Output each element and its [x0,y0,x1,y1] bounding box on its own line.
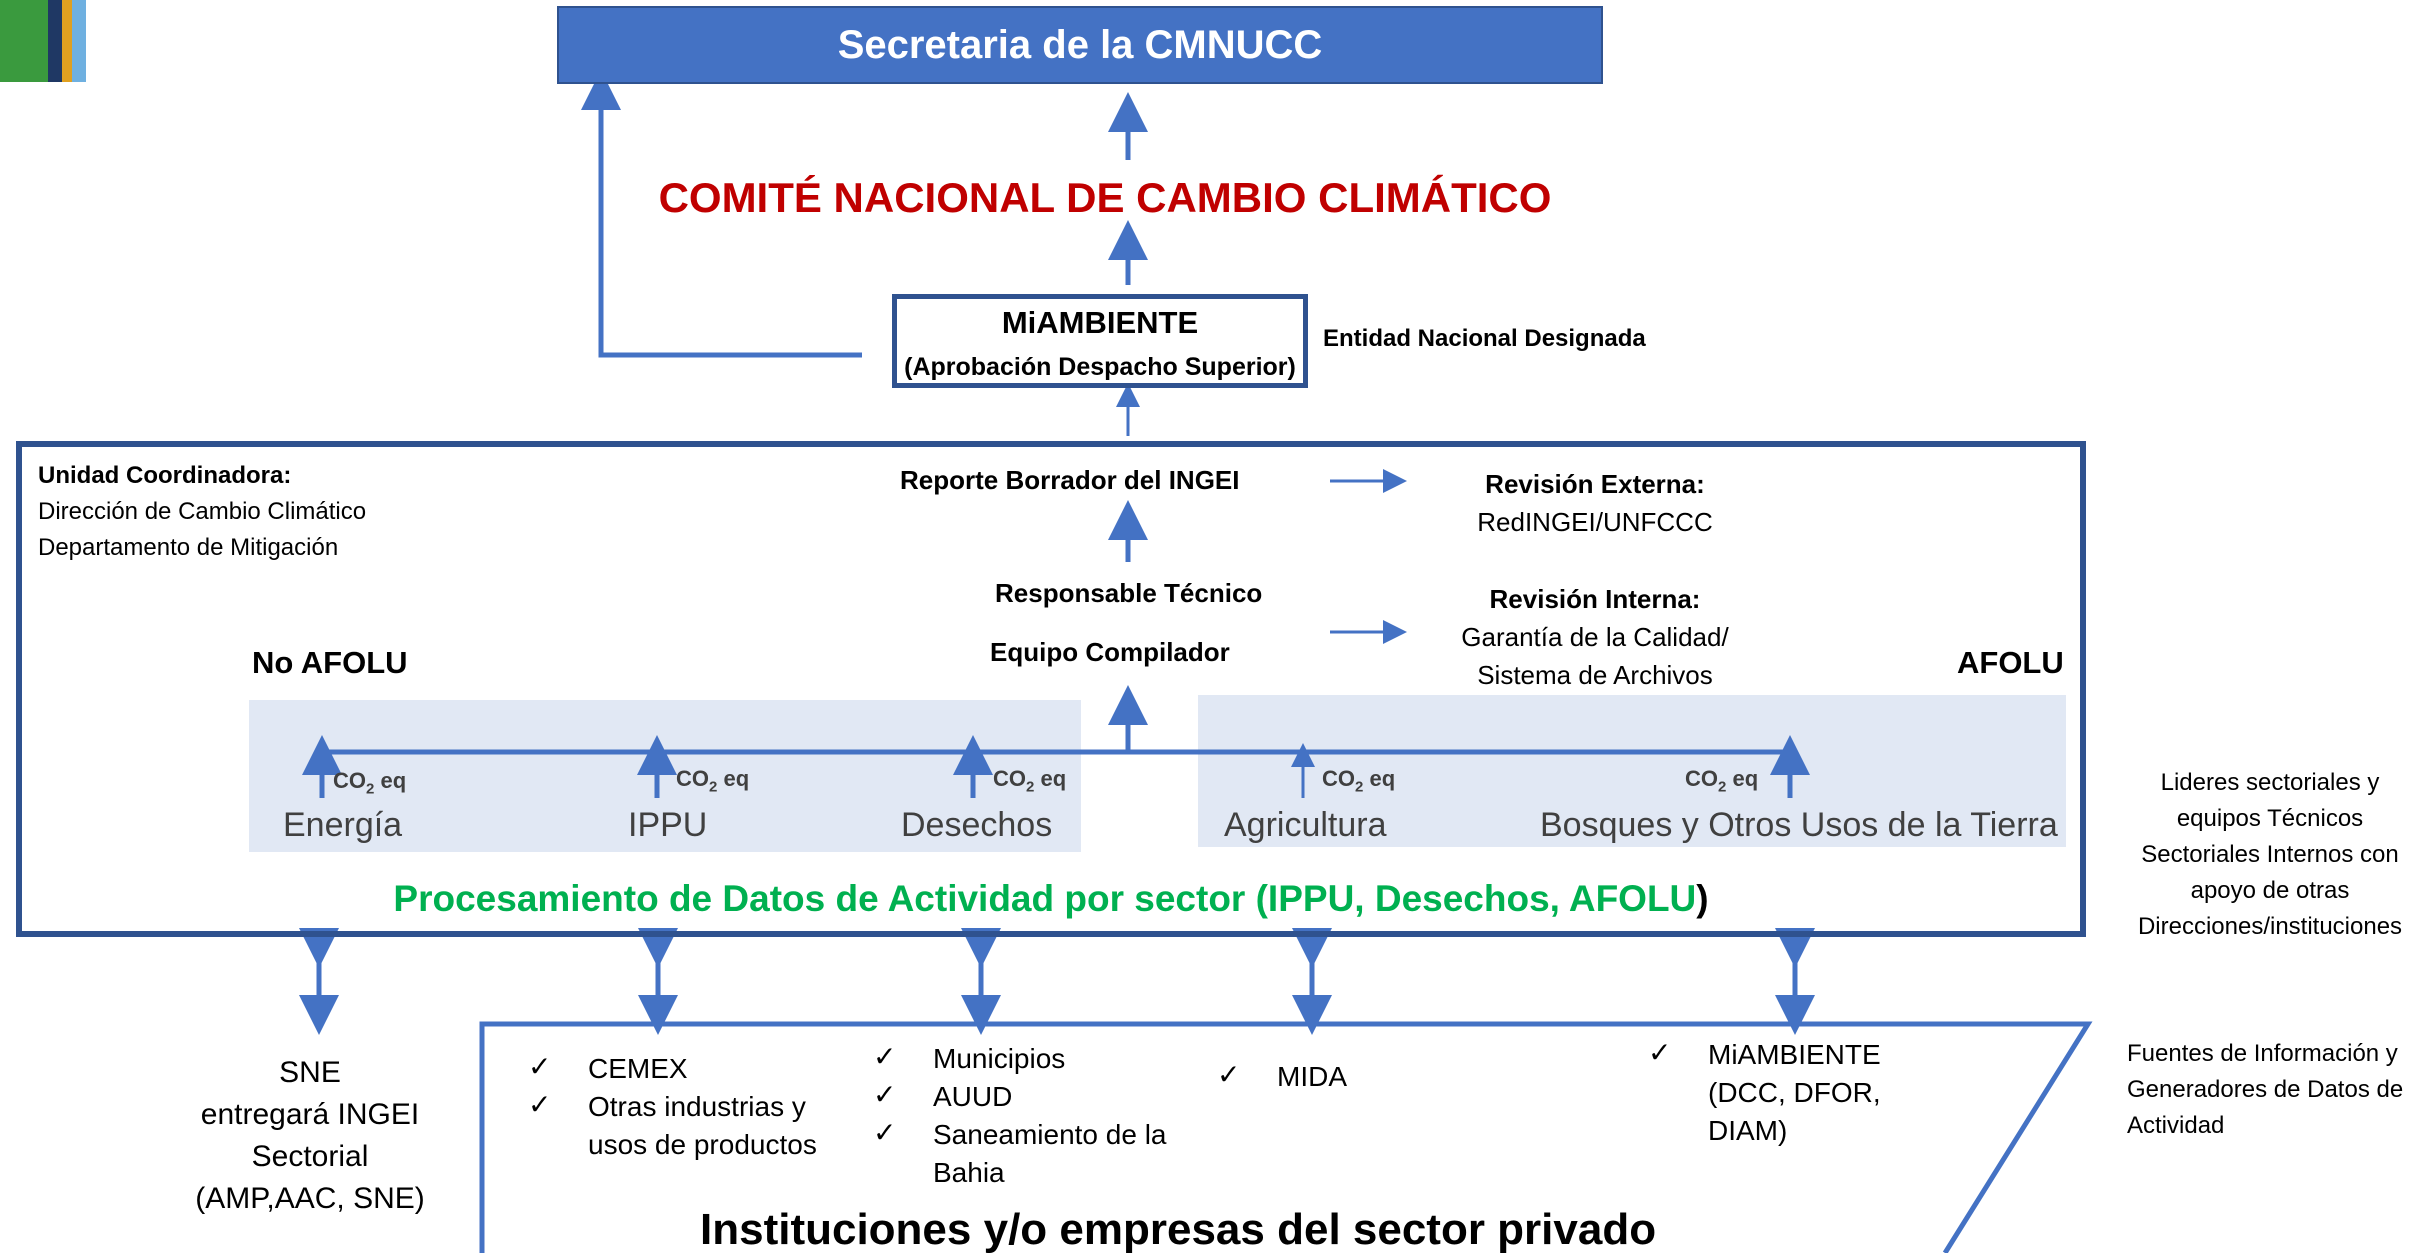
institutions-title: Instituciones y/o empresas del sector pr… [700,1205,1657,1254]
external-review-body: RedINGEI/UNFCCC [1477,507,1713,537]
coordination-box [16,441,2086,937]
secretaria-title: Secretaria de la CMNUCC [837,22,1323,67]
co2-label-energia: CO2 eq [333,768,407,798]
logo-bar-green [0,0,48,82]
checkmark-icon: ✓ [528,1089,552,1120]
checkmark-icon: ✓ [873,1041,897,1072]
afolu-panel [1198,695,2066,847]
checkmark-icon: ✓ [873,1117,897,1148]
co2-label-desechos: CO2 eq [993,766,1067,796]
external-review-block: Revisión Externa: RedINGEI/UNFCCC [1410,465,1780,541]
secretaria-box: Secretaria de la CMNUCC [557,6,1603,84]
no-afolu-label: No AFOLU [252,645,408,680]
co2-label-agricultura: CO2 eq [1322,766,1396,796]
internal-review-line1: Garantía de la Calidad/ [1461,622,1729,652]
sector-ippu: IPPU [628,806,708,844]
sector-leaders-note: Lideres sectoriales y equipos Técnicos S… [2137,769,2403,940]
sne-block: SNE entregará INGEI Sectorial (AMP,AAC, … [195,1056,425,1215]
internal-review-block: Revisión Interna: Garantía de la Calidad… [1410,580,1780,694]
data-sources-note: Fuentes de Información y Generadores de … [2127,1040,2404,1139]
designated-entity-label: Entidad Nacional Designada [1323,325,1646,352]
afolu-label: AFOLU [1957,645,2064,680]
miambiente-box: MiAMBIENTE (Aprobación Despacho Superior… [892,294,1308,388]
compiler-team-label: Equipo Compilador [990,637,1230,667]
institution-municipios: Municipios AUUD Saneamiento de la Bahia [933,1043,1167,1188]
checkmark-icon: ✓ [528,1051,552,1082]
checkmark-icon: ✓ [873,1079,897,1110]
sector-energia: Energía [283,806,403,844]
logo-bar-lightblue [72,0,86,82]
checkmark-icon: ✓ [1648,1037,1672,1068]
coordinator-line2: Departamento de Mitigación [38,534,339,561]
institution-cemex: CEMEX Otras industrias y usos de product… [588,1053,817,1160]
logo-bar-orange [62,0,72,82]
checkmark-icon: ✓ [1217,1059,1241,1090]
coordinator-title: Unidad Coordinadora: [38,462,292,489]
draft-report-label: Reporte Borrador del INGEI [900,465,1240,495]
institutions-box-outline [479,1021,2093,1253]
institution-miambiente: MiAMBIENTE (DCC, DFOR, DIAM) [1708,1039,1881,1146]
committee-title: COMITÉ NACIONAL DE CAMBIO CLIMÁTICO [658,174,1552,221]
logo-bar-navy [48,0,62,82]
miambiente-subtitle: (Aprobación Despacho Superior) [904,353,1296,381]
miambiente-title: MiAMBIENTE [1001,305,1199,340]
sector-agricultura: Agricultura [1224,806,1387,844]
no-afolu-panel [249,700,1081,852]
institution-mida: MIDA [1277,1061,1347,1092]
co2-label-ippu: CO2 eq [676,766,750,796]
bypass-arrow [581,70,862,358]
internal-review-line2: Sistema de Archivos [1477,660,1713,690]
internal-review-title: Revisión Interna: [1489,584,1701,614]
coordinator-block: Unidad Coordinadora: Dirección de Cambio… [38,458,366,566]
co2-label-bosques: CO2 eq [1685,766,1759,796]
external-review-title: Revisión Externa: [1485,469,1705,499]
processing-label: Procesamiento de Datos de Actividad por … [393,878,1709,919]
technical-lead-label: Responsable Técnico [995,578,1263,608]
coordinator-line1: Dirección de Cambio Climático [38,498,367,525]
sector-desechos: Desechos [901,806,1053,844]
sector-bosques: Bosques y Otros Usos de la Tierra [1540,806,2058,844]
